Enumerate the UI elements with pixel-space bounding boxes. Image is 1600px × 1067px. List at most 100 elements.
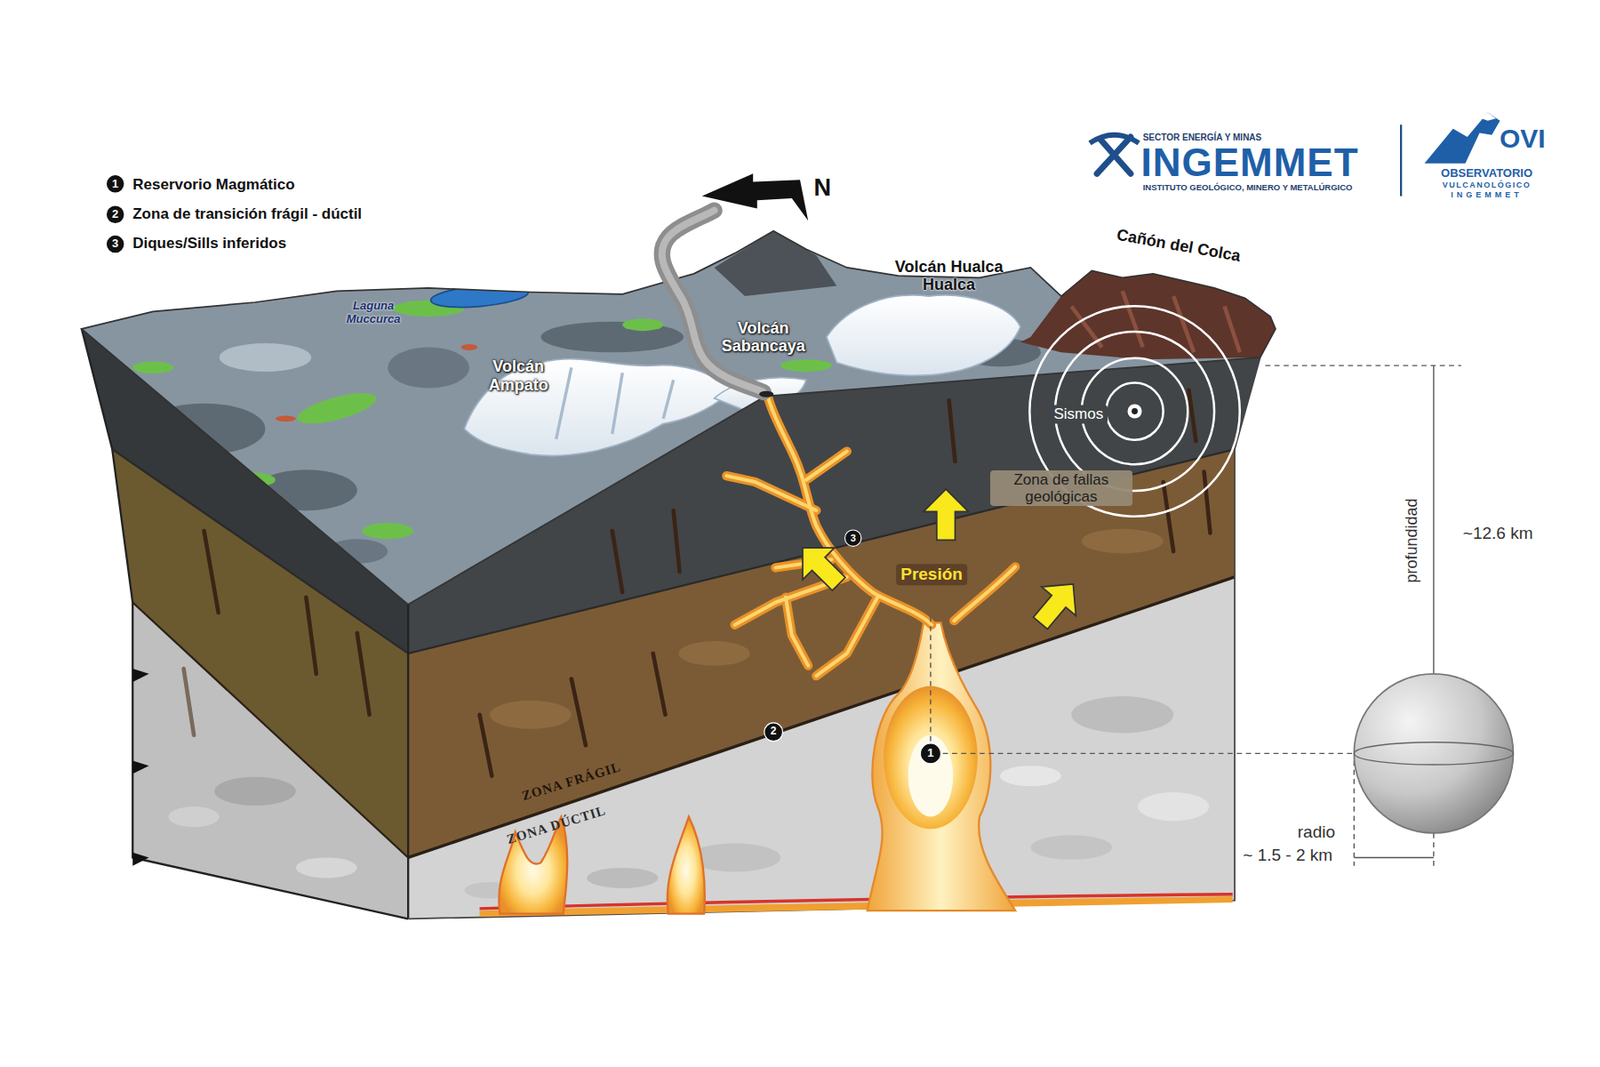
geologic-faults [357, 632, 370, 715]
magma-system [908, 735, 954, 817]
callout-number: 3 [112, 237, 119, 251]
left-face [296, 856, 358, 878]
terrain-surface [275, 415, 296, 422]
seismic-label: Sismos [1049, 405, 1109, 424]
callout-circles [105, 174, 941, 763]
geologic-faults [480, 714, 493, 776]
geologic-faults [653, 653, 666, 715]
callout-number: 2 [112, 208, 119, 222]
geologic-faults [571, 679, 586, 746]
reservoir-sphere [1353, 742, 1513, 765]
pressure-arrows [923, 488, 969, 540]
seismic-ring [1105, 382, 1163, 440]
logo-graphics [1096, 136, 1131, 174]
left-face [132, 852, 149, 866]
terrain-surface [132, 361, 174, 375]
reservoir-sphere [1353, 673, 1513, 833]
terrain-surface [556, 367, 674, 439]
front-face-layers [132, 601, 408, 857]
place-label: Laguna Muccurca [337, 300, 409, 327]
front-face-layers [586, 867, 658, 888]
callout-circles [105, 174, 125, 193]
terrain-surface [387, 346, 470, 388]
front-face-layers [1071, 696, 1174, 733]
callout-number: 2 [770, 725, 777, 737]
geologic-faults [305, 597, 316, 674]
front-face-layers [1137, 792, 1209, 821]
callout-circles [105, 234, 125, 254]
front-face-layers [408, 576, 1235, 920]
terrain-surface [143, 403, 266, 455]
legend-text: Diques/Sills inferidos [132, 235, 287, 253]
callout-circles [764, 722, 784, 742]
magma-system [883, 686, 978, 830]
legend-text: Zona de transición frágil - dúctil [132, 206, 362, 224]
depth-scale [1432, 832, 1434, 866]
place-label: Volcán Ampato [482, 357, 554, 393]
depth-scale [1353, 760, 1355, 865]
terrain-surface [714, 231, 838, 296]
geologic-faults [949, 400, 956, 462]
logo-graphics [1100, 138, 1131, 174]
callout-circles [920, 743, 941, 764]
left-face [132, 601, 408, 919]
left-face [132, 668, 149, 682]
geologic-faults [204, 530, 219, 613]
pressure-arrows [1023, 569, 1091, 638]
magma-system [785, 597, 808, 666]
callout-circles [105, 205, 125, 224]
terrain-surface [117, 463, 189, 496]
magma-system [785, 597, 808, 666]
epicenter-dot [1131, 408, 1138, 415]
geologic-faults [1163, 481, 1174, 552]
terrain-surface [219, 343, 312, 372]
north-arrow [702, 173, 808, 221]
dimension-label: profundidad [1402, 498, 1421, 584]
depth-scale [1432, 365, 1434, 674]
terrain-surface [362, 522, 414, 539]
terrain-surface [662, 210, 764, 392]
geologic-faults [184, 668, 194, 736]
magma-system [816, 597, 878, 676]
terrain-surface [826, 295, 1021, 376]
magma-system [867, 622, 1016, 911]
terrain-surface [1020, 270, 1276, 360]
depth-scale [1264, 364, 1461, 366]
logo-text: VULCANOLÓGICO [1442, 180, 1532, 190]
magma-system [667, 816, 705, 914]
logo-text: INGEMMET [1450, 190, 1523, 200]
front-face-layers [408, 576, 1235, 858]
magma-system [767, 393, 932, 624]
callout-circles [845, 529, 862, 546]
depth-scale [1353, 856, 1434, 858]
terrain-surface [662, 210, 764, 392]
front-face-layers [678, 640, 750, 666]
callout-number: 1 [112, 176, 119, 191]
front-face-layers [1081, 528, 1164, 554]
dimension-label: radio [1297, 822, 1336, 841]
logo-text: OVI [1499, 123, 1546, 154]
magma-system [726, 393, 1016, 676]
terrain-surface [622, 318, 664, 331]
magma-system [806, 451, 848, 480]
place-label: Volcán Hualca Hualca [887, 257, 1012, 294]
zone-label: Zona de fallas geológicas [990, 470, 1133, 506]
reservoir-sphere [1353, 673, 1513, 833]
logo-graphics [1481, 112, 1496, 120]
north-arrow [702, 173, 808, 221]
terrain-surface [117, 231, 1276, 564]
magma-system [816, 597, 878, 676]
place-label: Cañón del Colca [1115, 224, 1242, 264]
logo-text: INGEMMET [1140, 140, 1359, 184]
magma-system [480, 894, 1233, 909]
magma-system [726, 393, 1016, 676]
front-face-layers [407, 604, 409, 920]
logo-text: INSTITUTO GEOLÓGICO, MINERO Y METALÚRGIC… [1143, 183, 1353, 193]
front-face-layers [1030, 834, 1112, 860]
legend-text: Reservorio Magmático [132, 176, 295, 193]
place-label: Volcán Sabancaya [719, 319, 808, 355]
logo-graphics [1089, 112, 1500, 196]
terrain-surface [81, 210, 1276, 605]
